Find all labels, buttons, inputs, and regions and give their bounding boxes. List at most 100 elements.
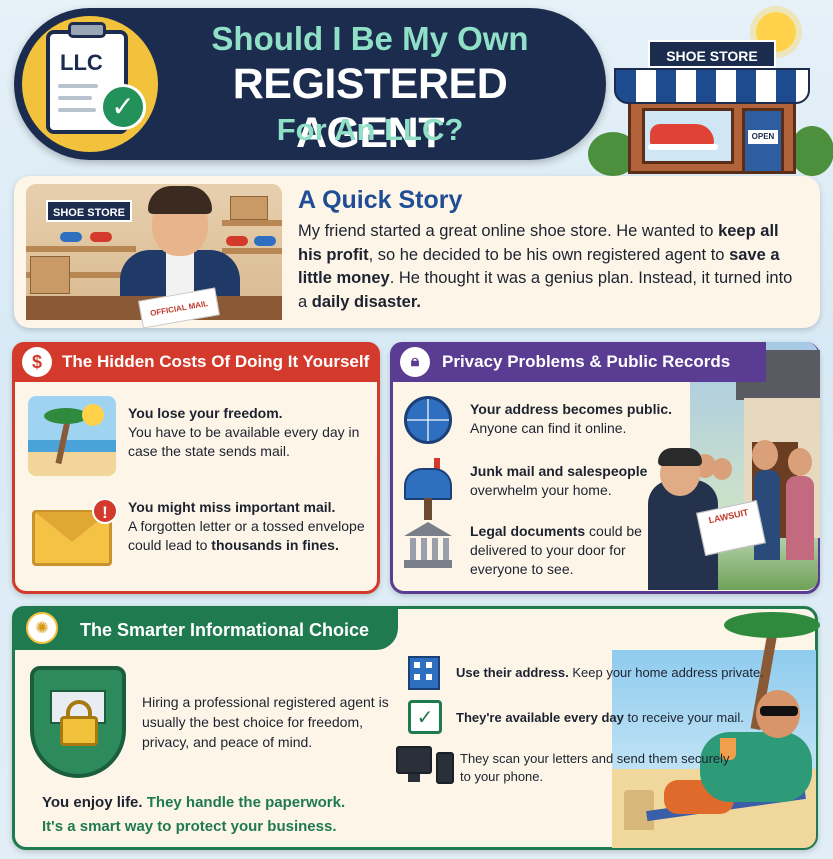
cost-item-text: A forgotten letter or a tossed envelope …: [128, 518, 365, 553]
story-text-emphasis: keep all his profit: [298, 222, 779, 264]
hidden-costs-header: [12, 342, 380, 382]
mailbox-post: [424, 498, 432, 520]
benefit-heading: They're available every day: [456, 710, 624, 725]
cost-item-heading: You might miss important mail.: [128, 499, 336, 515]
title-line-2: REGISTERED AGENT: [232, 60, 508, 157]
clipboard-line: [58, 84, 98, 88]
shipping-box: [30, 256, 70, 294]
building-window: [414, 674, 420, 680]
lightbulb-icon: ✺: [26, 612, 58, 644]
courthouse-column: [432, 538, 438, 560]
phone-icon: [436, 752, 454, 784]
sun-icon: [82, 404, 104, 426]
shelf: [26, 272, 136, 278]
story-text-part: My friend started a great online shoe st…: [298, 222, 719, 240]
benefit-heading: Use their address.: [456, 665, 569, 680]
neighbor-face: [788, 448, 812, 476]
benefit-address: Use their address. Keep your home addres…: [456, 664, 776, 682]
privacy-item-heading: Legal documents: [470, 523, 586, 539]
title-line-3: For An LLC?: [276, 112, 464, 147]
building-window: [426, 662, 432, 668]
story-shop-sign: SHOE STORE: [46, 200, 132, 222]
clipboard-line: [58, 96, 92, 100]
globe-line: [427, 399, 429, 441]
building-window: [414, 662, 420, 668]
story-text-part: . He thought it was a genius plan. Inste…: [298, 269, 793, 311]
smarter-choice-description: Hiring a professional registered agent i…: [142, 694, 389, 750]
privacy-item-text: could be delivered to your door for ever…: [470, 523, 642, 577]
palm-leaf: [724, 612, 820, 638]
benefit-text: to receive your mail.: [627, 710, 744, 725]
neighbor-face: [752, 440, 778, 470]
privacy-item-junk-mail: Junk mail and salespeople overwhelm your…: [470, 462, 660, 500]
clipboard-line: [58, 108, 96, 112]
smarter-choice-header: [12, 606, 398, 650]
building-window: [426, 674, 432, 680]
cost-item-emphasis: thousands in fines.: [211, 537, 339, 553]
bush: [790, 126, 833, 176]
courthouse-icon: [404, 522, 452, 536]
shoe-icon: [60, 232, 82, 242]
privacy-item-text: overwhelm your home.: [470, 482, 612, 498]
shoe-icon: [226, 236, 248, 246]
shoe-icon: [254, 236, 276, 246]
clipboard-clip: [68, 22, 106, 38]
shelf: [26, 246, 136, 252]
benefit-availability: They're available every day to receive y…: [456, 709, 776, 727]
smarter-choice-title: The Smarter Informational Choice: [80, 620, 370, 640]
neighbor-face: [712, 458, 732, 480]
story-text: My friend started a great online shoe st…: [298, 220, 806, 314]
privacy-item-heading: Junk mail and salespeople: [470, 463, 648, 479]
monitor-icon: [396, 746, 432, 774]
story-text-emphasis: save a little money: [298, 245, 780, 288]
privacy-item-text: Anyone can find it online.: [470, 420, 627, 436]
calendar-check-icon: ✓: [408, 700, 442, 734]
closing-line: It's a smart way to protect your busines…: [42, 818, 337, 835]
privacy-item-heading: Your address becomes public.: [470, 401, 673, 417]
enjoy-text: You enjoy life.: [42, 794, 143, 811]
courthouse-column: [410, 538, 416, 560]
neighbor-body: [786, 476, 814, 560]
cost-item-mail: You might miss important mail. A forgott…: [128, 498, 374, 555]
courthouse-column: [443, 538, 449, 560]
lock-icon: 🔒︎: [400, 347, 430, 377]
man-hair: [148, 186, 212, 214]
monitor-stand: [408, 774, 420, 782]
privacy-header: [390, 342, 766, 382]
sunglasses-icon: [760, 706, 798, 716]
shelf: [222, 220, 282, 226]
enjoy-life-line: You enjoy life. They handle the paperwor…: [42, 794, 345, 811]
drink-icon: [720, 738, 736, 760]
shoe-icon: [650, 124, 714, 146]
dollar-icon: $: [22, 347, 52, 377]
mailbox-icon: [404, 468, 452, 500]
story-text-part: , so he decided to be his own registered…: [368, 245, 730, 264]
cost-item-freedom: You lose your freedom. You have to be av…: [128, 404, 372, 461]
process-server-hair: [658, 448, 702, 466]
checkmark-icon: ✓: [100, 84, 146, 130]
store-awning: [614, 68, 810, 104]
padlock-shackle: [66, 700, 92, 722]
story-text-emphasis: daily disaster.: [311, 292, 421, 311]
shipping-box: [230, 196, 268, 220]
hidden-costs-title: The Hidden Costs Of Doing It Yourself: [62, 352, 370, 371]
paperwork-text: They handle the paperwork.: [146, 794, 346, 811]
title-line-1: Should I Be My Own: [211, 20, 529, 57]
llc-label: LLC: [60, 50, 103, 75]
open-sign: OPEN: [748, 130, 778, 144]
relaxing-man: [700, 732, 812, 802]
privacy-title: Privacy Problems & Public Records: [442, 352, 731, 371]
benefit-scanning: They scan your letters and send them sec…: [460, 751, 730, 784]
mailbox-flag: [434, 458, 440, 476]
cost-item-heading: You lose your freedom.: [128, 405, 283, 421]
shelf: [222, 248, 282, 254]
alert-icon: !: [92, 498, 118, 524]
courthouse-base: [404, 560, 452, 568]
shoe-icon: [90, 232, 112, 242]
office-building-icon: [408, 656, 440, 690]
padlock-icon: [60, 716, 98, 746]
courthouse-column: [421, 538, 427, 560]
shoe-sole: [648, 144, 718, 150]
palm-leaf: [44, 408, 88, 424]
story-title: A Quick Story: [298, 186, 463, 214]
